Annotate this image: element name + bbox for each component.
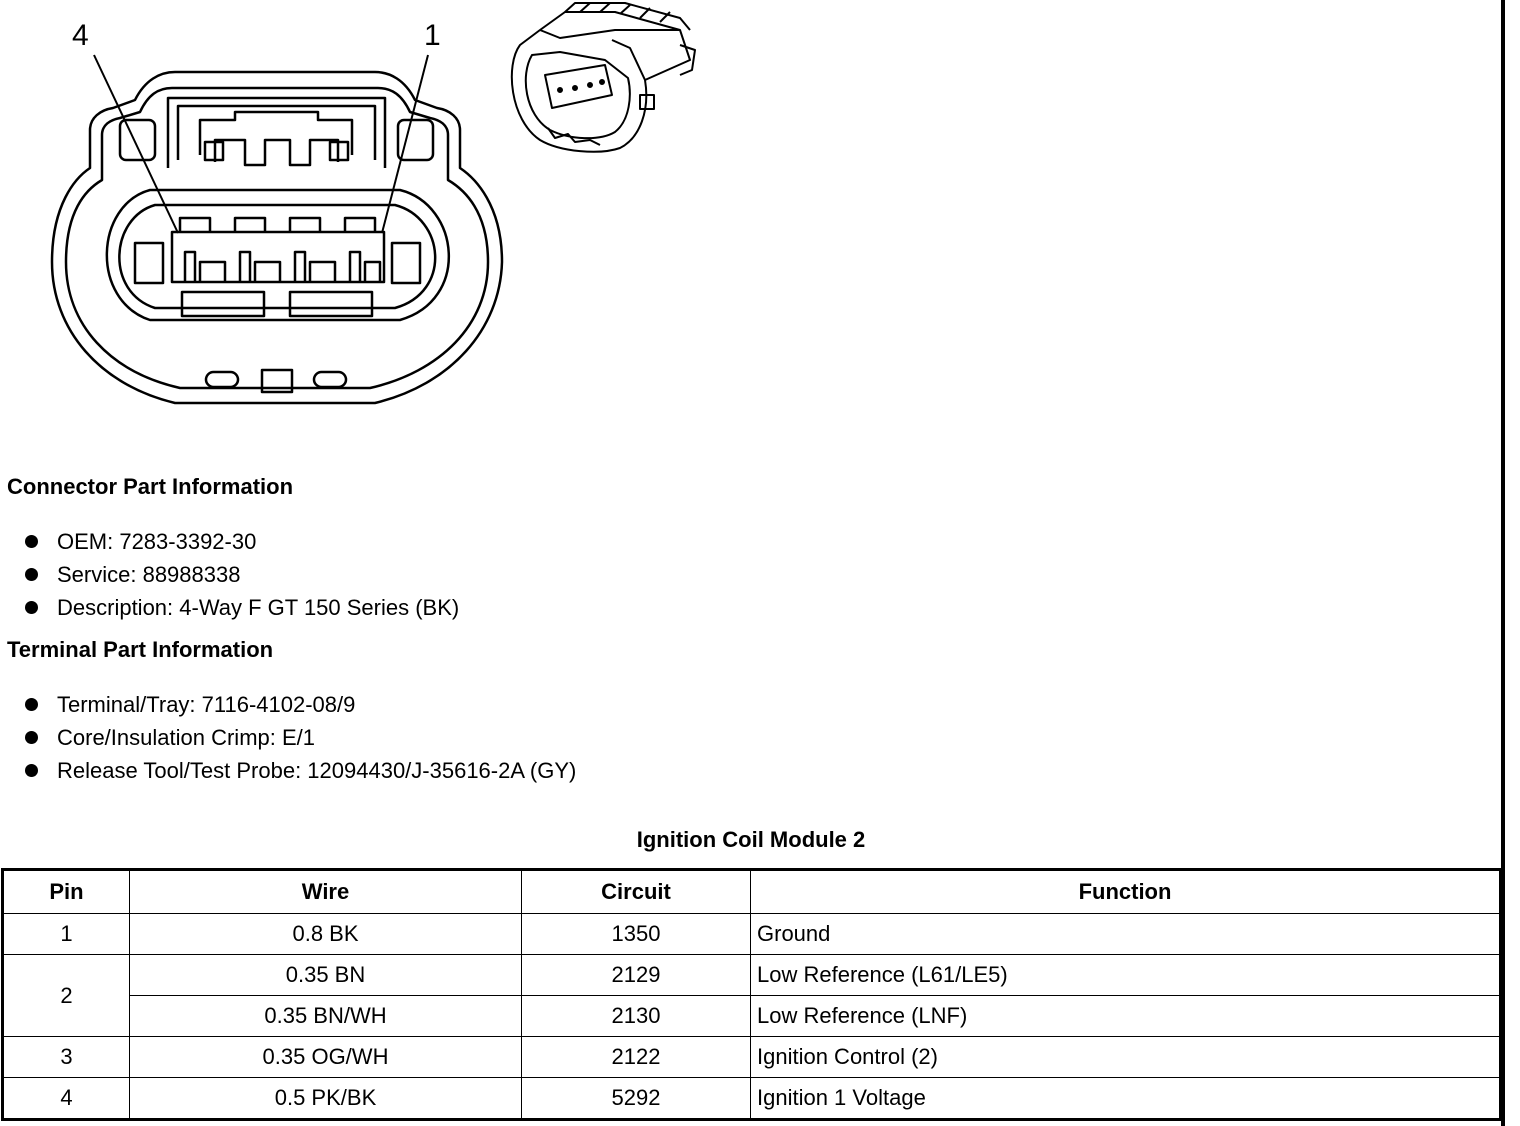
header-wire: Wire	[129, 869, 522, 914]
pinout-table: Pin Wire Circuit Function 1 0.8 BK 1350 …	[1, 868, 1502, 1121]
cell-wire: 0.35 BN	[129, 954, 522, 996]
list-item: Release Tool/Test Probe: 12094430/J-3561…	[25, 757, 576, 790]
list-item: Service: 88988338	[25, 561, 459, 594]
cell-wire: 0.35 BN/WH	[129, 995, 522, 1037]
terminal-part-information-heading: Terminal Part Information	[7, 637, 274, 662]
bullet-icon	[25, 601, 38, 614]
pin-4-label: 4	[72, 19, 89, 52]
cell-function: Ignition 1 Voltage	[750, 1077, 1501, 1120]
bullet-icon	[25, 698, 38, 711]
cell-function: Low Reference (L61/LE5)	[750, 954, 1501, 996]
cell-circuit: 2129	[521, 954, 751, 996]
header-pin: Pin	[2, 869, 130, 914]
cell-function: Low Reference (LNF)	[750, 995, 1501, 1037]
cell-wire: 0.5 PK/BK	[129, 1077, 522, 1120]
header-function: Function	[750, 869, 1501, 914]
cell-function: Ground	[750, 913, 1501, 955]
cell-wire: 0.35 OG/WH	[129, 1036, 522, 1078]
terminal-part-information-list: Terminal/Tray: 7116-4102-08/9 Core/Insul…	[25, 691, 576, 790]
list-item: Terminal/Tray: 7116-4102-08/9	[25, 691, 576, 724]
list-item: Description: 4-Way F GT 150 Series (BK)	[25, 594, 459, 627]
table-title: Ignition Coil Module 2	[636, 827, 866, 852]
connector-face-diagram: 4 1	[50, 19, 504, 405]
list-item: Core/Insulation Crimp: E/1	[25, 724, 576, 757]
cell-circuit: 2130	[521, 995, 751, 1037]
table-row: 3 0.35 OG/WH 2122 Ignition Control (2)	[2, 1036, 1501, 1078]
list-item-text: Description: 4-Way F GT 150 Series (BK)	[57, 595, 460, 620]
list-item-text: Terminal/Tray: 7116-4102-08/9	[57, 692, 356, 717]
cell-pin: 4	[2, 1077, 130, 1120]
cell-circuit: 5292	[521, 1077, 751, 1120]
table-header-row: Pin Wire Circuit Function	[2, 869, 1501, 914]
header-circuit: Circuit	[521, 869, 751, 914]
bullet-icon	[25, 731, 38, 744]
connector-part-information-heading: Connector Part Information	[7, 474, 294, 499]
table-row: 4 0.5 PK/BK 5292 Ignition 1 Voltage	[2, 1077, 1501, 1120]
table-row: 2 0.35 BN 2129 Low Reference (L61/LE5)	[2, 954, 1501, 1037]
list-item-text: Release Tool/Test Probe: 12094430/J-3561…	[57, 758, 577, 783]
bullet-icon	[25, 535, 38, 548]
page-right-border	[1501, 0, 1505, 1126]
table-row: 0.35 BN/WH 2130 Low Reference (LNF)	[3, 995, 1501, 1037]
cell-function: Ignition Control (2)	[750, 1036, 1501, 1078]
table-row: 1 0.8 BK 1350 Ground	[2, 913, 1501, 955]
bullet-icon	[25, 764, 38, 777]
pin-1-label: 1	[424, 19, 441, 52]
cell-wire: 0.8 BK	[129, 913, 522, 955]
connector-isometric-diagram	[510, 2, 696, 153]
cell-pin: 1	[2, 913, 130, 955]
cell-circuit: 1350	[521, 913, 751, 955]
cell-circuit: 2122	[521, 1036, 751, 1078]
list-item: OEM: 7283-3392-30	[25, 528, 459, 561]
list-item-text: Core/Insulation Crimp: E/1	[57, 725, 315, 750]
cell-pin: 3	[2, 1036, 130, 1078]
list-item-text: Service: 88988338	[57, 562, 241, 587]
list-item-text: OEM: 7283-3392-30	[57, 529, 257, 554]
cell-pin: 2	[2, 954, 130, 1037]
connector-part-information-list: OEM: 7283-3392-30 Service: 88988338 Desc…	[25, 528, 459, 627]
bullet-icon	[25, 568, 38, 581]
